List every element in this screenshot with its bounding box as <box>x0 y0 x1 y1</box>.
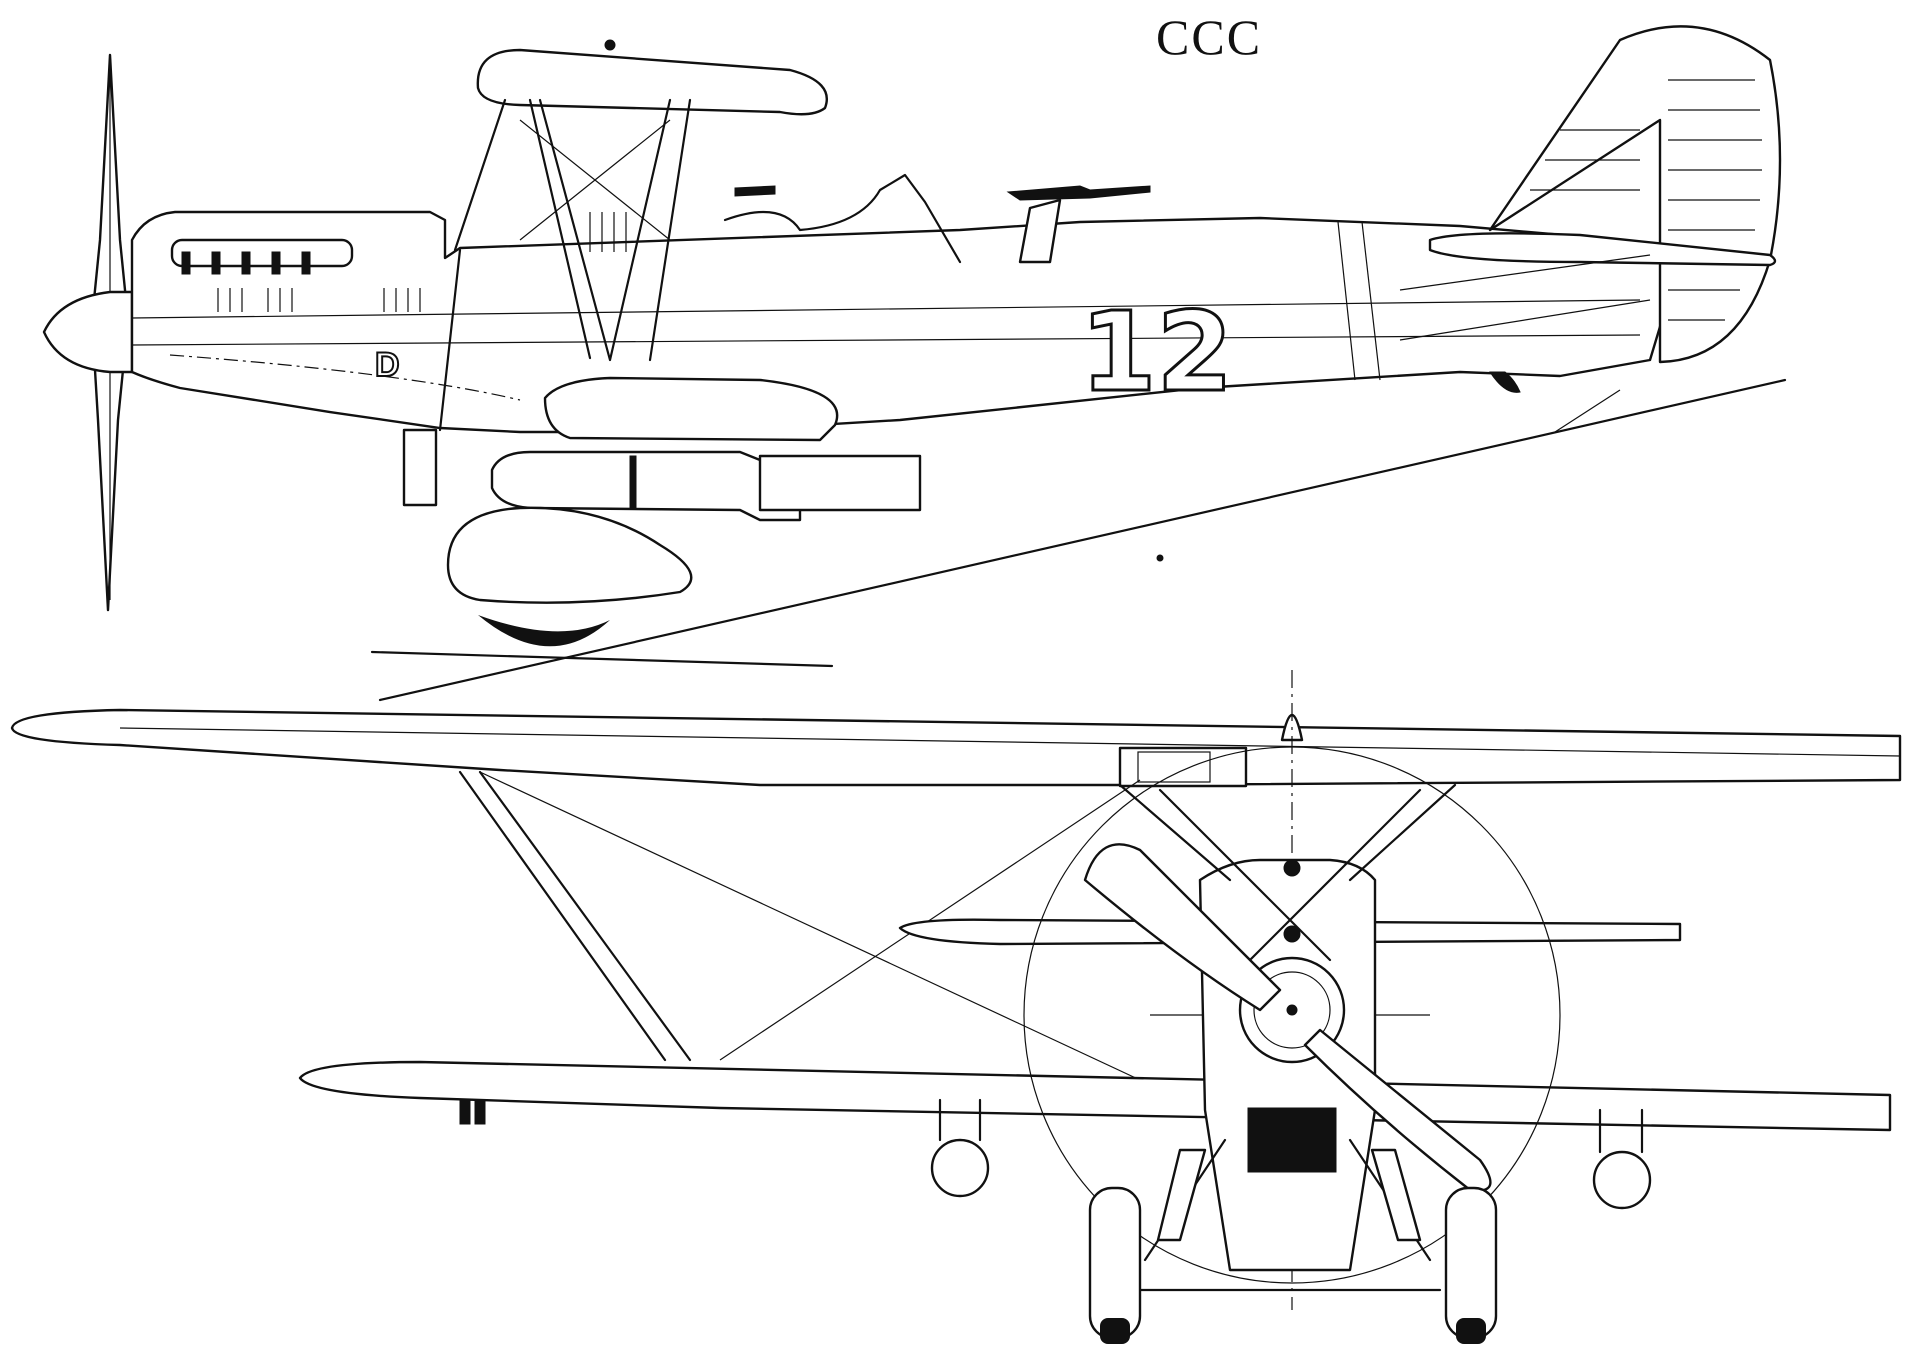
lower-wing-front <box>298 1060 1892 1132</box>
upper-wing-front <box>10 708 1902 787</box>
wing-strut-left <box>458 770 692 1062</box>
wheel-right-front <box>1444 1186 1498 1340</box>
spinner <box>42 290 134 374</box>
cabane-strut <box>438 248 462 432</box>
bomb-right-front <box>1592 1150 1652 1210</box>
exhaust-manifold <box>170 238 354 268</box>
upper-wing-side <box>476 48 828 116</box>
interplane-struts <box>453 98 692 362</box>
prop-blade-lower <box>1303 1028 1492 1192</box>
gear-leg-side <box>402 428 438 507</box>
tail-skid <box>1489 371 1521 393</box>
lower-wing-side <box>543 376 839 442</box>
drawing-title: CCC <box>1156 9 1263 65</box>
side-view: D 12 <box>42 25 1787 702</box>
tailplane-side <box>1428 232 1777 267</box>
center-section <box>1118 746 1248 788</box>
propeller-disk <box>1023 746 1561 1284</box>
forward-gun-icon <box>734 185 776 197</box>
cabane-struts-front <box>1118 783 1457 962</box>
wheel-fairing <box>446 506 693 604</box>
front-view <box>10 670 1902 1344</box>
ground-line-short <box>370 650 834 668</box>
machine-gun-icon <box>1006 185 1151 201</box>
prop-blade-upper <box>1083 843 1282 1012</box>
ground-line <box>378 378 1787 702</box>
fuselage-number: 12 <box>1080 288 1233 416</box>
bomb <box>490 450 802 522</box>
tire-side <box>478 615 610 647</box>
radiator <box>1247 1107 1337 1173</box>
bomb-left-front <box>930 1138 990 1198</box>
wheel-left-front <box>1088 1186 1142 1340</box>
cockpit-rim <box>723 173 962 264</box>
